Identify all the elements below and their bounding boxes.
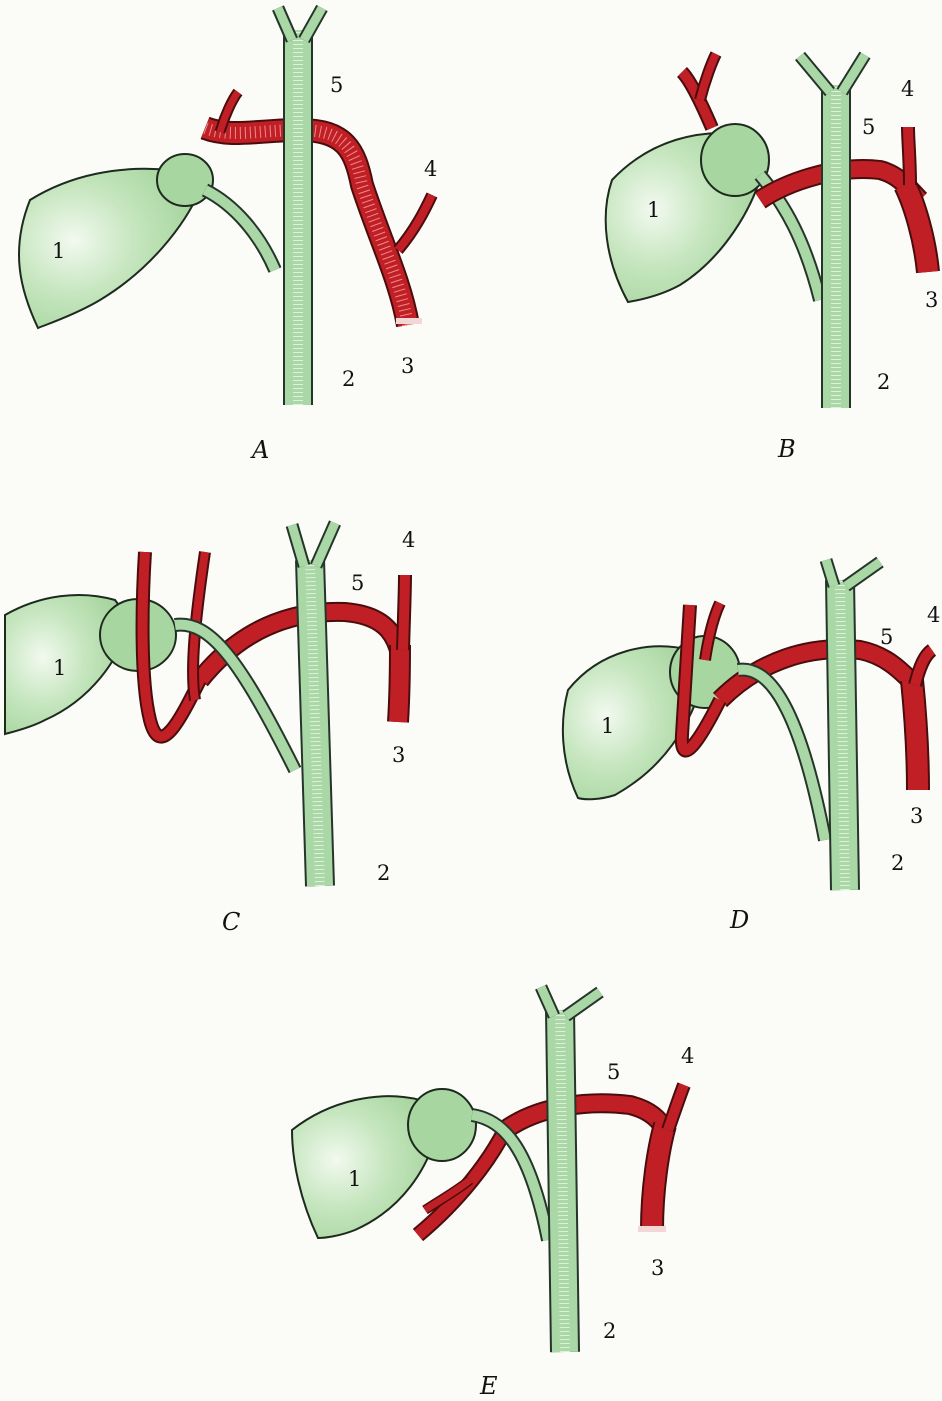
label-common-duct: 2 [891, 851, 904, 875]
label-hepatic-duct: 5 [351, 571, 364, 595]
common-duct [826, 560, 880, 890]
artery-cut-end [638, 1226, 666, 1232]
common-duct [292, 523, 335, 886]
common-duct [278, 8, 322, 405]
label-hepatic-duct: 5 [862, 115, 875, 139]
panel-b: 1 2 3 4 5 B [606, 54, 939, 463]
label-hepatic-duct: 5 [880, 625, 893, 649]
label-liver: 1 [348, 1167, 361, 1191]
label-common-duct: 2 [877, 370, 890, 394]
label-hepatic-duct: 5 [607, 1060, 620, 1084]
common-duct [541, 987, 600, 1352]
panel-c: 1 2 3 4 5 C [5, 523, 415, 936]
label-common-duct: 2 [342, 367, 355, 391]
label-liver: 1 [52, 239, 65, 263]
panel-caption: A [250, 436, 269, 464]
panel-caption: C [222, 908, 240, 936]
label-artery-lower: 3 [401, 354, 414, 378]
panel-caption: E [479, 1372, 498, 1400]
label-artery-upper: 4 [927, 603, 940, 627]
panel-a: 1 2 3 4 5 A [19, 8, 437, 464]
label-artery-lower: 3 [925, 288, 938, 312]
label-artery-upper: 4 [402, 528, 415, 552]
label-artery-upper: 4 [901, 77, 914, 101]
label-common-duct: 2 [603, 1319, 616, 1343]
label-liver: 1 [647, 198, 660, 222]
common-duct [800, 55, 865, 408]
cystic-duct [738, 670, 825, 840]
gallbladder-shape [701, 124, 769, 196]
panel-d: 1 2 3 4 5 D [563, 560, 940, 934]
label-common-duct: 2 [377, 861, 390, 885]
label-artery-upper: 4 [681, 1044, 694, 1068]
label-artery-lower: 3 [910, 804, 923, 828]
label-hepatic-duct: 5 [330, 73, 343, 97]
label-liver: 1 [53, 656, 66, 680]
gallbladder-shape [408, 1089, 476, 1161]
label-liver: 1 [601, 714, 614, 738]
panel-caption: D [729, 906, 749, 934]
label-artery-upper: 4 [424, 157, 437, 181]
hepatic-artery [143, 552, 405, 737]
panel-caption: B [777, 435, 796, 463]
cystic-duct [205, 190, 275, 270]
label-artery-lower: 3 [651, 1256, 664, 1280]
label-artery-lower: 3 [392, 743, 405, 767]
artery-cut-end [396, 318, 422, 324]
gallbladder-shape [157, 154, 213, 206]
panel-e: 1 2 3 4 5 E [292, 987, 694, 1400]
